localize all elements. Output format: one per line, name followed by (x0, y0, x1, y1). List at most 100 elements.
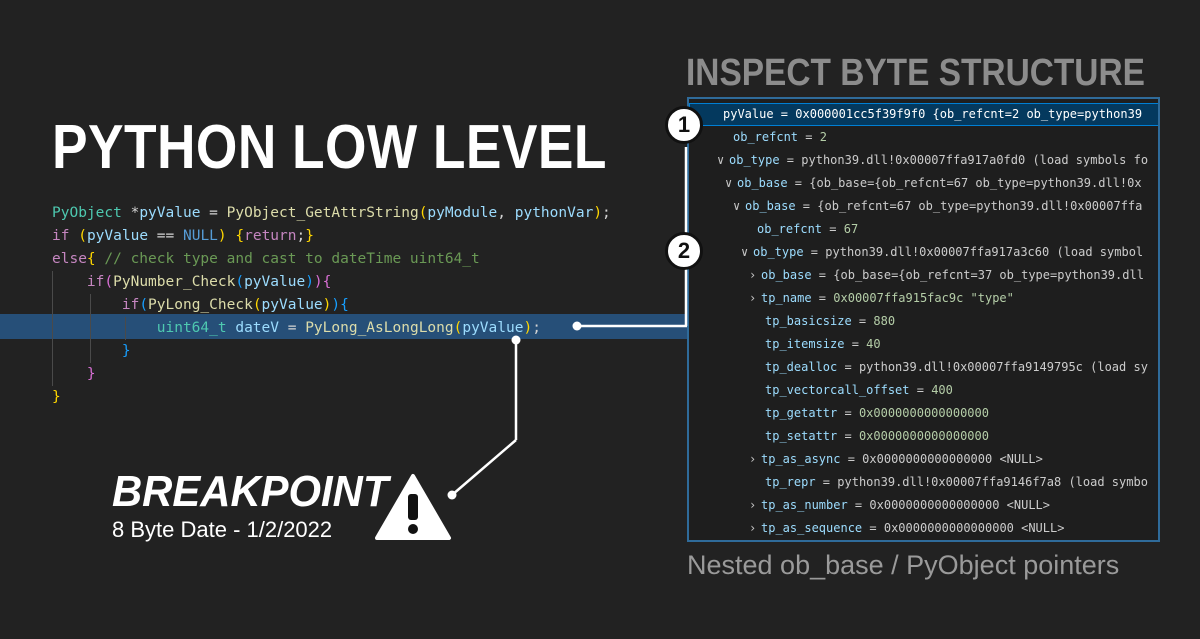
watch-row-value: 2 (819, 130, 827, 144)
watch-row[interactable]: tp_setattr = 0x0000000000000000 (689, 425, 989, 448)
watch-row-value: 0x0000000000000000 <NULL> (862, 452, 1043, 466)
watch-row[interactable]: › tp_as_async = 0x0000000000000000 <NULL> (689, 448, 1043, 471)
code-line-9: } (52, 389, 61, 405)
watch-row[interactable]: tp_repr = python39.dll!0x00007ffa9146f7a… (689, 471, 1148, 494)
equals-sign: = (822, 222, 844, 236)
watch-row-value: 880 (873, 314, 896, 328)
equals-sign: = (909, 383, 932, 397)
chevron-right-icon[interactable]: › (749, 498, 757, 512)
watch-row-value: 40 (866, 337, 881, 351)
indent-guide (125, 317, 126, 340)
watch-row[interactable]: tp_vectorcall_offset = 400 (689, 379, 953, 402)
warning-icon (375, 474, 451, 540)
watch-row-value: 0x0000000000000000 (858, 406, 989, 420)
watch-row[interactable]: ›tp_as_sequence = 0x0000000000000000 <NU… (689, 517, 1064, 540)
watch-row[interactable]: › ob_base = {ob_base={ob_refcnt=37 ob_typ… (689, 264, 1144, 287)
watch-row-name: ob_base (737, 176, 788, 190)
watch-row[interactable]: ob_refcnt = 67 (689, 218, 858, 241)
equals-sign: = (811, 291, 834, 305)
equals-sign: = (815, 475, 838, 489)
watch-row[interactable]: ob_refcnt = 2 (689, 126, 827, 149)
watch-row-value: {ob_base={ob_refcnt=37 ob_type=python39.… (833, 268, 1144, 282)
watch-row-name: tp_vectorcall_offset (765, 383, 910, 397)
watch-row-value: {ob_base={ob_refcnt=67 ob_type=python39.… (809, 176, 1142, 190)
watch-row[interactable]: tp_itemsize = 40 (689, 333, 881, 356)
watch-row-name: tp_as_async (761, 452, 841, 466)
equals-sign: = (851, 314, 874, 328)
code-line-4: if(PyNumber_Check(pyValue)){ (86, 274, 332, 290)
watch-row-name: tp_getattr (765, 406, 838, 420)
badge-2: 2 (665, 232, 703, 270)
watch-row[interactable]: › tp_as_number = 0x0000000000000000 <NULL… (689, 494, 1050, 517)
equals-sign: = (840, 452, 863, 466)
code-line-7: } (121, 343, 131, 359)
watch-row-value: 0x00007ffa915fac9c "type" (833, 291, 1014, 305)
equals-sign: = (779, 153, 802, 167)
watch-row-name: tp_name (761, 291, 812, 305)
chevron-right-icon[interactable]: › (749, 521, 757, 535)
watch-row[interactable]: ∨ ob_base = {ob_refcnt=67 ob_type=python3… (689, 195, 1142, 218)
watch-row-name: pyValue (723, 107, 774, 121)
chevron-down-icon[interactable]: ∨ (717, 153, 725, 167)
watch-row-value: 0x000001cc5f39f9f0 {ob_refcnt=2 ob_type=… (795, 107, 1143, 121)
watch-panel[interactable]: pyValue = 0x000001cc5f39f9f0 {ob_refcnt=… (687, 97, 1160, 542)
breakpoint-subtitle: 8 Byte Date - 1/2/2022 (112, 517, 333, 542)
chevron-down-icon[interactable]: ∨ (725, 176, 733, 190)
watch-row-name: ob_base (761, 268, 812, 282)
watch-row[interactable]: ∨ob_type = python39.dll!0x00007ffa917a3c… (689, 241, 1143, 264)
code-line-1: PyObject *pyValue = PyObject_GetAttrStri… (52, 205, 611, 221)
watch-row-value: 0x0000000000000000 <NULL> (869, 498, 1051, 512)
watch-row-name: tp_as_number (761, 498, 848, 512)
watch-row-value: 67 (843, 222, 859, 236)
watch-row-name: ob_refcnt (733, 130, 799, 144)
watch-row-value: {ob_refcnt=67 ob_type=python39.dll!0x000… (817, 199, 1143, 213)
watch-row-name: tp_setattr (765, 429, 838, 443)
watch-row[interactable]: tp_dealloc = python39.dll!0x00007ffa9149… (689, 356, 1148, 379)
caption: Nested ob_base / PyObject pointers (687, 550, 1120, 580)
equals-sign: = (837, 406, 859, 420)
equals-sign: = (787, 176, 810, 190)
chevron-down-icon[interactable]: ∨ (733, 199, 741, 213)
watch-row[interactable]: pyValue = 0x000001cc5f39f9f0 {ob_refcnt=… (689, 103, 1158, 126)
badge-1: 1 (665, 106, 703, 144)
equals-sign: = (837, 360, 859, 374)
chevron-right-icon[interactable]: › (749, 268, 757, 282)
equals-sign: = (773, 107, 796, 121)
watch-row-name: ob_refcnt (757, 222, 823, 236)
chevron-right-icon[interactable]: › (749, 291, 757, 305)
indent-guide (90, 294, 91, 363)
watch-row-name: tp_basicsize (765, 314, 852, 328)
watch-row[interactable]: › tp_name = 0x00007ffa915fac9c "type" (689, 287, 1014, 310)
watch-row[interactable]: ∨ ob_type = python39.dll!0x00007ffa917a0f… (689, 149, 1148, 172)
watch-row-name: tp_as_sequence (761, 521, 863, 535)
equals-sign: = (844, 337, 867, 351)
watch-row[interactable]: tp_getattr = 0x0000000000000000 (689, 402, 989, 425)
chevron-down-icon[interactable]: ∨ (741, 245, 749, 259)
watch-row[interactable]: tp_basicsize = 880 (689, 310, 895, 333)
watch-row-value: python39.dll!0x00007ffa917a3c60 (load sy… (825, 245, 1144, 259)
watch-row-value: python39.dll!0x00007ffa917a0fd0 (load sy… (801, 153, 1149, 167)
code-line-3: else{ // check type and cast to dateTime… (52, 251, 480, 267)
equals-sign: = (811, 268, 834, 282)
watch-row-name: ob_type (729, 153, 780, 167)
watch-row-name: tp_repr (765, 475, 816, 489)
code-line-5: if(PyLong_Check(pyValue)){ (121, 297, 349, 313)
equals-sign: = (837, 429, 859, 443)
watch-row-name: ob_type (753, 245, 804, 259)
equals-sign: = (795, 199, 818, 213)
chevron-right-icon[interactable]: › (749, 452, 757, 466)
page-title: PYTHON LOW LEVEL (52, 113, 607, 182)
watch-row-name: tp_dealloc (765, 360, 838, 374)
equals-sign: = (862, 521, 884, 535)
watch-row-name: ob_base (745, 199, 796, 213)
watch-row[interactable]: ∨ ob_base = {ob_base={ob_refcnt=67 ob_typ… (689, 172, 1142, 195)
inspect-title: INSPECT BYTE STRUCTURE (686, 52, 1145, 94)
indent-guide (52, 271, 53, 386)
code-line-6[interactable]: uint64_t dateV = PyLong_AsLongLong(pyVal… (156, 320, 541, 336)
watch-row-value: 400 (931, 383, 953, 397)
equals-sign: = (847, 498, 870, 512)
watch-row-value: python39.dll!0x00007ffa9149795c (load sy (858, 360, 1148, 374)
code-line-8: } (86, 366, 96, 382)
watch-row-value: 0x0000000000000000 (858, 429, 989, 443)
